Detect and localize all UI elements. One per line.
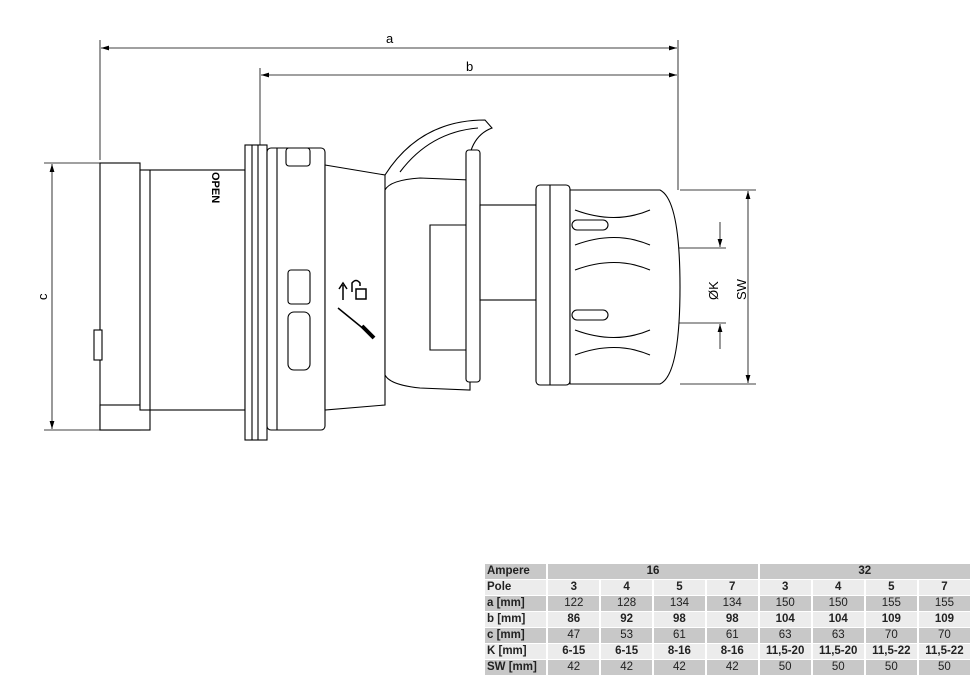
row-label: K [mm] (485, 644, 547, 659)
table-cell: 42 (706, 660, 758, 675)
table-cell: 42 (654, 660, 705, 675)
table-cell: 8-16 (706, 644, 758, 659)
dimension-k-label: ØK (706, 281, 721, 300)
table-cell: 3 (759, 580, 811, 595)
table-cell: 61 (706, 628, 758, 643)
table-cell: 47 (548, 628, 600, 643)
table-cell: 50 (812, 660, 864, 675)
table-row-ampere: Ampere 16 32 (485, 564, 970, 579)
table-cell: 150 (759, 596, 811, 611)
row-label: c [mm] (485, 628, 547, 643)
table-cell: 53 (601, 628, 652, 643)
row-label: SW [mm] (485, 660, 547, 675)
unlock-screwdriver-icon (337, 279, 376, 340)
plug-dimension-drawing: a b c ØK SW OPEN (35, 31, 756, 441)
dimension-lines (44, 40, 756, 431)
table-cell: 70 (918, 628, 970, 643)
table-cell: 98 (706, 612, 758, 627)
table-cell: 11,5-22 (865, 644, 917, 659)
table-cell: 63 (812, 628, 864, 643)
row-label: Ampere (485, 564, 547, 579)
row-label: b [mm] (485, 612, 547, 627)
dimension-sw-label: SW (734, 278, 749, 300)
table-cell: 7 (918, 580, 970, 595)
table-cell: 5 (865, 580, 917, 595)
table-cell: 11,5-20 (812, 644, 864, 659)
dimension-b-label: b (466, 59, 473, 74)
table-cell: 128 (601, 596, 652, 611)
table-cell: 109 (865, 612, 917, 627)
table-cell: 50 (918, 660, 970, 675)
table-cell: 11,5-20 (759, 644, 811, 659)
table-cell: 61 (654, 628, 705, 643)
table-cell: 70 (865, 628, 917, 643)
table-cell: 134 (706, 596, 758, 611)
row-label: a [mm] (485, 596, 547, 611)
table-cell: 50 (865, 660, 917, 675)
table-cell: 155 (918, 596, 970, 611)
table-cell: 8-16 (654, 644, 705, 659)
table-cell: 63 (759, 628, 811, 643)
table-cell: 5 (654, 580, 705, 595)
table-cell: 42 (601, 660, 652, 675)
table-cell: 4 (812, 580, 864, 595)
table-cell: 104 (812, 612, 864, 627)
table-cell: 150 (812, 596, 864, 611)
table-cell: 86 (548, 612, 600, 627)
open-marking: OPEN (209, 172, 221, 203)
dimension-a-label: a (386, 31, 394, 46)
table-cell: 6-15 (601, 644, 652, 659)
table-cell: 155 (865, 596, 917, 611)
table-cell: 3 (548, 580, 600, 595)
table-cell: 50 (759, 660, 811, 675)
row-label: Pole (485, 580, 547, 595)
table-cell: 134 (654, 596, 705, 611)
table-cell: 122 (548, 596, 600, 611)
table-cell: 109 (918, 612, 970, 627)
plug-body (93, 119, 681, 441)
table-cell: 4 (601, 580, 652, 595)
ampere-group-16: 16 (548, 564, 758, 579)
dimension-c-label: c (35, 293, 50, 300)
table-cell: 92 (601, 612, 652, 627)
table-cell: 42 (548, 660, 600, 675)
ampere-group-32: 32 (759, 564, 970, 579)
table-cell: 11,5-22 (918, 644, 970, 659)
table-cell: 7 (706, 580, 758, 595)
table-cell: 6-15 (548, 644, 600, 659)
table-cell: 104 (759, 612, 811, 627)
table-cell: 98 (654, 612, 705, 627)
